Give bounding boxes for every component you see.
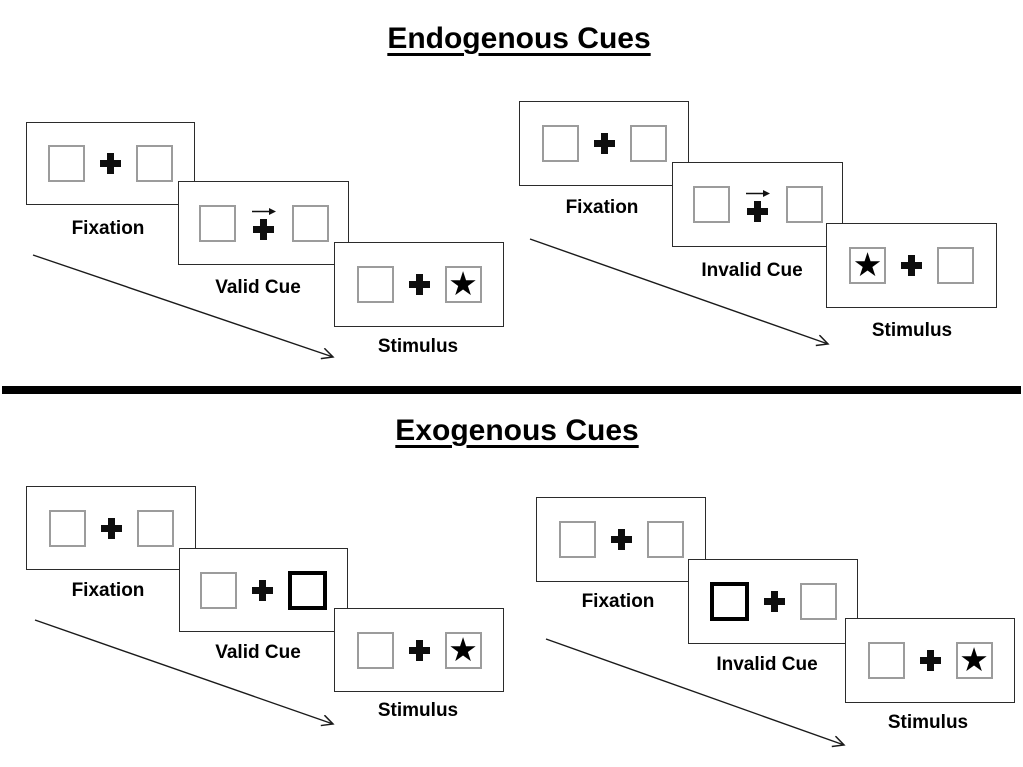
right-placeholder-box: [646, 521, 684, 558]
left-placeholder-box: [356, 266, 394, 303]
stimulus-panel: ★: [845, 618, 1015, 703]
left-placeholder-box: [709, 582, 749, 621]
right-placeholder-box: [136, 145, 173, 182]
panel-label: Invalid Cue: [701, 260, 803, 281]
fixation-cross-group: [763, 591, 785, 612]
section-title-exogenous: Exogenous Cues: [395, 414, 639, 447]
target-star-icon: ★: [959, 640, 989, 679]
fixation-cross-icon: [919, 650, 941, 671]
right-placeholder-box: [937, 247, 974, 284]
fixation-cross-icon: [100, 517, 122, 539]
left-placeholder-box: [48, 145, 85, 182]
timeline-arrow-icon: [545, 638, 856, 755]
fixation-cross-icon: [408, 639, 430, 661]
fixation-cross-group: [100, 153, 121, 174]
stimulus-panel: ★: [826, 223, 997, 308]
cue-panel: [672, 162, 843, 247]
left-placeholder-box: [558, 521, 596, 558]
left-placeholder-box: [867, 642, 905, 679]
fixation-cross-group: [593, 133, 615, 154]
section-title-endogenous: Endogenous Cues: [387, 22, 651, 55]
timeline-arrow-icon: [32, 254, 345, 367]
panel-label: Stimulus: [871, 320, 953, 341]
panel-label: Valid Cue: [215, 277, 301, 298]
fixation-cross-icon: [763, 591, 785, 612]
left-placeholder-box: [356, 631, 394, 669]
fixation-cross-icon: [100, 153, 121, 174]
right-placeholder-box: [799, 583, 837, 620]
cue-panel: [688, 559, 858, 644]
timeline-arrow-icon: [34, 619, 345, 734]
panel-label: Stimulus: [377, 336, 459, 357]
fixation-panel: [26, 486, 196, 570]
left-placeholder-box: ★: [849, 247, 886, 284]
fixation-cross-group: [745, 188, 771, 222]
fixation-cross-icon: [610, 529, 632, 550]
fixation-panel: [536, 497, 706, 582]
cue-panel: [178, 181, 349, 265]
fixation-cross-icon: [747, 200, 768, 222]
target-star-icon: ★: [448, 629, 478, 669]
fixation-cross-group: [901, 255, 922, 276]
panel-label: Valid Cue: [215, 642, 301, 663]
stimulus-panel: ★: [334, 608, 504, 692]
panel-label: Fixation: [581, 591, 655, 612]
fixation-cross-group: [610, 529, 632, 550]
cue-arrow-right-icon: [251, 208, 276, 215]
left-placeholder-box: [200, 571, 237, 609]
right-placeholder-box: ★: [444, 629, 482, 669]
panel-label: Fixation: [71, 580, 145, 601]
right-placeholder-box: [291, 204, 329, 242]
left-placeholder-box: [198, 204, 236, 242]
fixation-cross-group: [919, 650, 941, 671]
fixation-cross-icon: [252, 579, 273, 601]
cue-panel: [179, 548, 348, 632]
right-placeholder-box: [785, 186, 823, 223]
timeline-arrow-icon: [529, 238, 840, 353]
target-star-icon: ★: [852, 245, 883, 284]
fixation-cross-icon: [408, 274, 430, 295]
target-star-icon: ★: [448, 264, 478, 303]
fixation-cross-group: [251, 206, 277, 240]
fixation-cross-group: [408, 639, 430, 661]
left-placeholder-box: [48, 509, 86, 547]
fixation-cross-icon: [593, 133, 615, 154]
fixation-panel: [519, 101, 689, 186]
fixation-cross-group: [252, 579, 273, 601]
right-placeholder-box: [136, 509, 174, 547]
panel-label: Fixation: [565, 197, 639, 218]
stimulus-panel: ★: [334, 242, 504, 327]
left-placeholder-box: [692, 186, 730, 223]
panel-label: Stimulus: [887, 712, 969, 733]
right-placeholder-box: ★: [955, 640, 993, 679]
fixation-cross-group: [100, 517, 122, 539]
right-placeholder-box: [288, 570, 327, 610]
section-divider: [2, 386, 1021, 394]
right-placeholder-box: ★: [444, 264, 482, 303]
panel-label: Stimulus: [377, 700, 459, 721]
left-placeholder-box: [541, 125, 579, 162]
cue-arrow-right-icon: [745, 189, 770, 197]
panel-label: Fixation: [71, 218, 145, 239]
fixation-cross-icon: [901, 255, 922, 276]
panel-label: Invalid Cue: [716, 654, 818, 675]
fixation-cross-group: [408, 274, 430, 295]
fixation-panel: [26, 122, 195, 205]
fixation-cross-icon: [253, 219, 274, 240]
right-placeholder-box: [629, 125, 667, 162]
